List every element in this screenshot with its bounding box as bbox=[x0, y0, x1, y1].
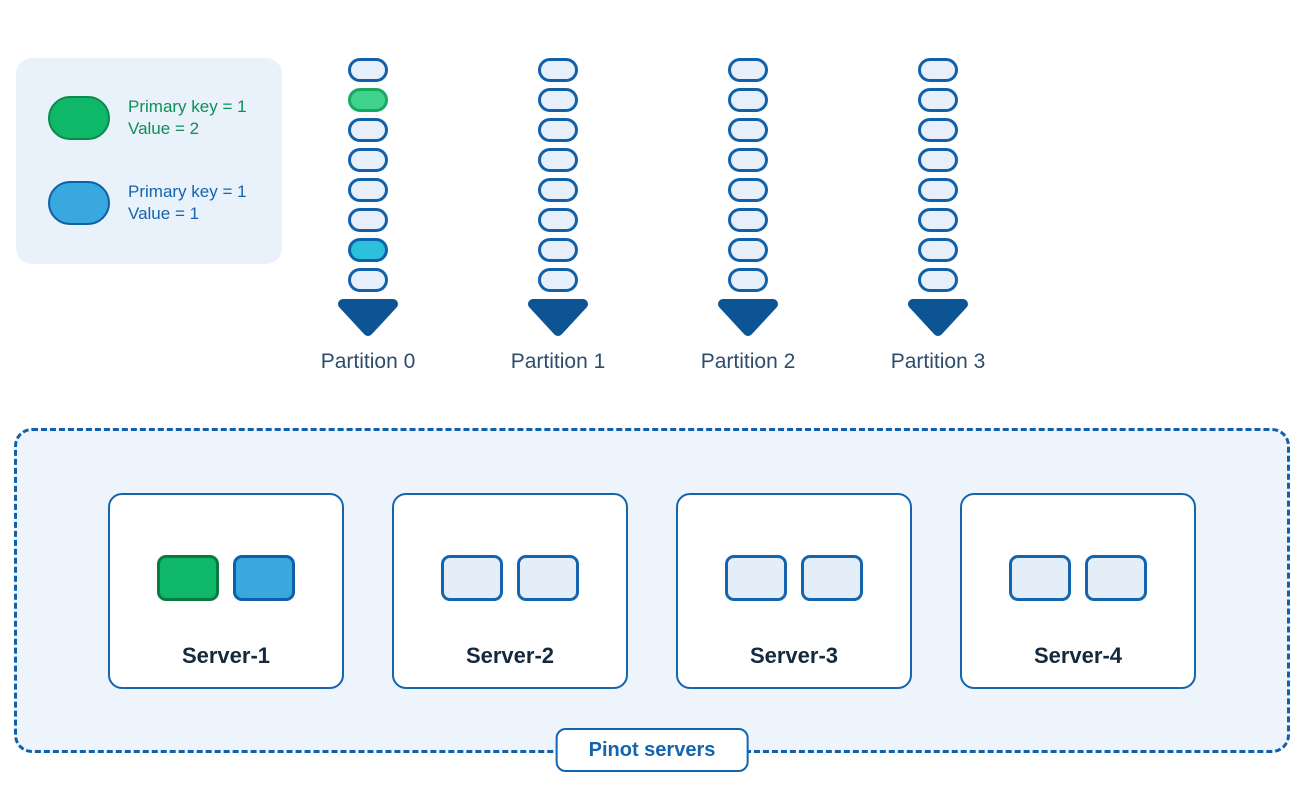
record-pill-default bbox=[918, 88, 958, 112]
record-pill-default bbox=[728, 118, 768, 142]
record-pill-default bbox=[728, 238, 768, 262]
server-box: Server-1 bbox=[108, 493, 344, 689]
record-pill-default bbox=[918, 148, 958, 172]
legend-line: Primary key = 1 bbox=[128, 97, 247, 116]
partition-column: Partition 1 bbox=[463, 58, 653, 375]
record-pill-default bbox=[538, 88, 578, 112]
segment-green bbox=[157, 555, 219, 601]
record-pill-default bbox=[918, 178, 958, 202]
server-label: Server-2 bbox=[465, 643, 555, 668]
blue-record-swatch bbox=[48, 181, 110, 225]
legend: Primary key = 1 Value = 2 Primary key = … bbox=[16, 58, 282, 264]
record-pill-default bbox=[728, 208, 768, 232]
segment-default bbox=[517, 555, 579, 601]
segment-row bbox=[157, 555, 295, 601]
partition-column: Partition 3 bbox=[843, 58, 1033, 375]
green-record-swatch bbox=[48, 96, 110, 140]
partition-label: Partition 3 bbox=[890, 350, 986, 373]
partitions: Partition 0 Partition 1 Partition 2 Partiti… bbox=[273, 58, 1033, 375]
server-label: Server-1 bbox=[181, 643, 271, 668]
partition-label: Partition 0 bbox=[320, 350, 416, 373]
segment-default bbox=[801, 555, 863, 601]
record-stack bbox=[728, 58, 768, 292]
pinot-servers-tag: Pinot servers bbox=[555, 728, 749, 772]
record-pill-default bbox=[728, 148, 768, 172]
segment-default bbox=[1085, 555, 1147, 601]
record-stack bbox=[918, 58, 958, 292]
server-box: Server-3 bbox=[676, 493, 912, 689]
record-pill-default bbox=[918, 118, 958, 142]
partition-label: Partition 2 bbox=[700, 350, 796, 373]
record-pill-default bbox=[348, 148, 388, 172]
record-stack bbox=[538, 58, 578, 292]
record-pill-default bbox=[348, 58, 388, 82]
record-pill-default bbox=[538, 148, 578, 172]
record-pill-default bbox=[918, 58, 958, 82]
legend-item-updated-record: Primary key = 1 Value = 2 bbox=[48, 96, 262, 140]
record-pill-default bbox=[918, 238, 958, 262]
legend-text-updated-record: Primary key = 1 Value = 2 bbox=[128, 96, 247, 140]
arrow-down-icon bbox=[335, 297, 401, 337]
record-pill-default bbox=[538, 118, 578, 142]
legend-text-original-record: Primary key = 1 Value = 1 bbox=[128, 181, 247, 225]
legend-line: Primary key = 1 bbox=[128, 182, 247, 201]
segment-row bbox=[441, 555, 579, 601]
record-pill-default bbox=[728, 178, 768, 202]
record-pill-default bbox=[918, 208, 958, 232]
record-pill-default bbox=[348, 118, 388, 142]
server-box: Server-2 bbox=[392, 493, 628, 689]
segment-default bbox=[441, 555, 503, 601]
server-row: Server-1 Server-2 Server-3 Server-4 bbox=[17, 493, 1287, 689]
arrow-down-icon bbox=[715, 297, 781, 337]
record-pill-default bbox=[538, 268, 578, 292]
record-pill-default bbox=[728, 268, 768, 292]
record-pill-default bbox=[538, 238, 578, 262]
partition-column: Partition 2 bbox=[653, 58, 843, 375]
arrow-down-icon bbox=[525, 297, 591, 337]
partition-column: Partition 0 bbox=[273, 58, 463, 375]
segment-row bbox=[725, 555, 863, 601]
legend-line: Value = 2 bbox=[128, 119, 200, 138]
server-label: Server-4 bbox=[1033, 643, 1123, 668]
segment-row bbox=[1009, 555, 1147, 601]
record-pill-default bbox=[538, 178, 578, 202]
record-pill-default bbox=[348, 178, 388, 202]
record-pill-default bbox=[728, 58, 768, 82]
record-pill-default bbox=[728, 88, 768, 112]
partition-label: Partition 1 bbox=[510, 350, 606, 373]
record-pill-default bbox=[918, 268, 958, 292]
legend-line: Value = 1 bbox=[128, 204, 200, 223]
record-pill-default bbox=[538, 58, 578, 82]
pinot-servers-cluster: Server-1 Server-2 Server-3 Server-4 Pinot s… bbox=[14, 428, 1290, 772]
segment-default bbox=[725, 555, 787, 601]
record-pill-green bbox=[348, 88, 388, 112]
arrow-down-icon bbox=[905, 297, 971, 337]
record-pill-cyan bbox=[348, 238, 388, 262]
segment-blue bbox=[233, 555, 295, 601]
server-label: Server-3 bbox=[749, 643, 839, 668]
legend-item-original-record: Primary key = 1 Value = 1 bbox=[48, 181, 262, 225]
segment-default bbox=[1009, 555, 1071, 601]
server-box: Server-4 bbox=[960, 493, 1196, 689]
record-stack bbox=[348, 58, 388, 292]
record-pill-default bbox=[538, 208, 578, 232]
record-pill-default bbox=[348, 208, 388, 232]
record-pill-default bbox=[348, 268, 388, 292]
